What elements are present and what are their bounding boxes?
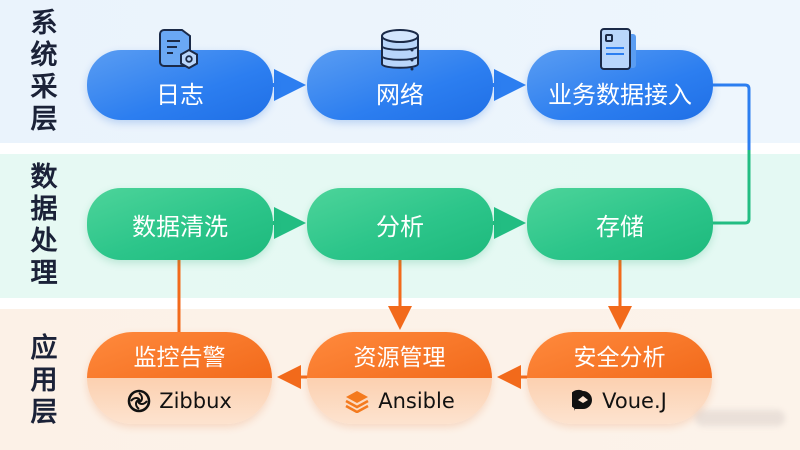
layer-label-collection: 系统采层 [30, 8, 58, 135]
node-storage[interactable]: 存储 [527, 188, 713, 260]
node-label: 存储 [596, 212, 644, 241]
node-monitoring-alert[interactable]: 监控告警 Zibbux [87, 332, 272, 424]
database-icon [381, 29, 419, 71]
node-resource-management[interactable]: 资源管理 Ansible [307, 332, 492, 424]
tool-name: Ansible [378, 389, 455, 413]
node-label: 监控告警 [133, 345, 226, 371]
node-label: 分析 [376, 212, 424, 241]
chat-bubble-icon [572, 389, 593, 411]
node-security-analysis[interactable]: 安全分析 Voue.J [527, 332, 712, 424]
tool-name: Zibbux [159, 389, 232, 413]
node-label: 安全分析 [573, 345, 666, 371]
tool-name: Voue.J [602, 389, 667, 413]
node-label: 业务数据接入 [548, 80, 692, 109]
business-doc-icon [600, 28, 636, 70]
node-analysis[interactable]: 分析 [307, 188, 493, 260]
layer-label-processing: 数据处理 [30, 162, 58, 289]
log-document-icon [159, 29, 198, 70]
openai-swirl-icon [127, 389, 151, 413]
watermark [695, 410, 785, 426]
node-label: 资源管理 [353, 345, 446, 371]
node-label: 网络 [376, 80, 424, 109]
node-label: 日志 [156, 80, 204, 109]
stacked-layers-icon [345, 391, 369, 413]
node-data-cleaning[interactable]: 数据清洗 [87, 188, 273, 260]
node-label: 数据清洗 [132, 212, 228, 241]
layer-label-application: 应用层 [30, 333, 58, 428]
